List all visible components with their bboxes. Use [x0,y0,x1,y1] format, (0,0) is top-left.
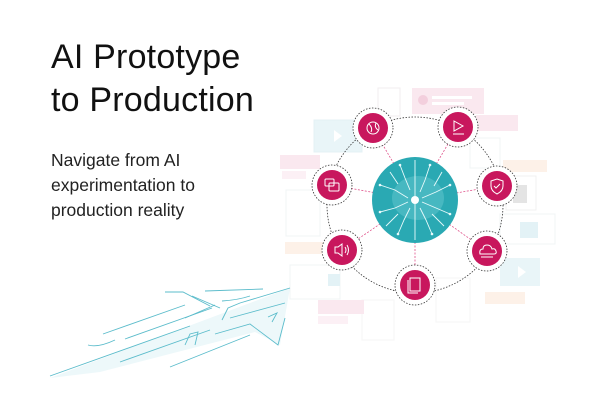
globe-icon [366,121,380,135]
subtitle-line-2: experimentation to [51,175,195,195]
cloud-icon [479,244,497,258]
speaker-icon [334,243,349,257]
node-cloud [466,230,508,272]
ai-hub [372,157,458,243]
node-globe [352,107,394,149]
node-chat [311,164,353,206]
page-title: AI Prototype to Production [51,36,254,122]
node-speaker [321,229,363,271]
node-shield [476,165,518,207]
node-play [437,106,479,148]
shield-check-icon [490,178,504,195]
subtitle-line-3: production reality [51,200,185,220]
document-icon [407,277,421,294]
subtitle-line-1: Navigate from AI [51,150,181,170]
title-line-2: to Production [51,81,254,119]
chat-bubbles-icon [324,178,340,192]
arrow-graphic [49,287,291,378]
node-document [394,264,436,306]
subtitle: Navigate from AI experimentation to prod… [51,148,271,223]
title-line-1: AI Prototype [51,38,241,76]
play-icon [453,120,465,135]
